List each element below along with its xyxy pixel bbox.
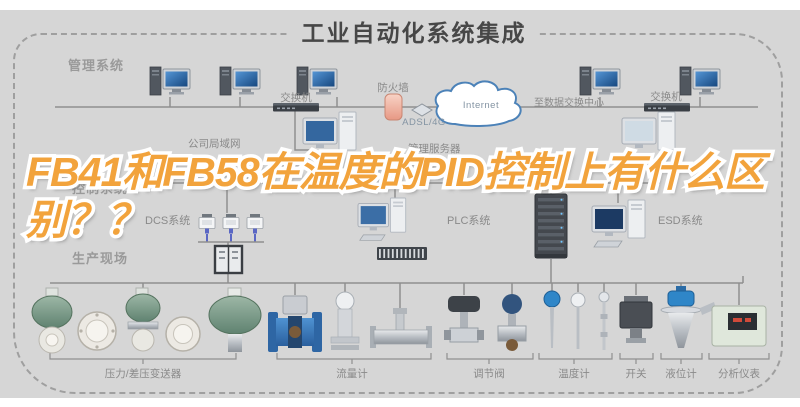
plc-workstation-icon	[357, 197, 407, 241]
device-label-flow: 流量计	[336, 368, 368, 380]
company-lan-label: 公司局域网	[188, 138, 241, 150]
adsl-label: ADSL/4G	[402, 117, 446, 128]
firewall-icon	[384, 93, 403, 121]
device-label-temperature: 温度计	[558, 368, 590, 380]
overlay-text-line2: 别？？ 别？？	[23, 195, 151, 245]
plc-system-label: PLC系统	[447, 215, 491, 227]
device-group-brackets	[49, 353, 770, 364]
firewall-label: 防火墙	[377, 82, 409, 94]
server-rack-icon	[534, 193, 568, 259]
switch-right-label: 交换机	[650, 91, 682, 103]
tier-label-field: 生产现场	[72, 251, 129, 266]
temperature-sensor-icon	[543, 290, 561, 348]
flange-icon	[165, 316, 201, 352]
device-label-switch: 开关	[625, 368, 647, 380]
desktop-pc-icon	[219, 66, 261, 96]
esd-workstation-icon	[591, 199, 646, 248]
magnetic-flowmeter-icon	[268, 295, 322, 352]
plc-io-module-icon	[377, 247, 427, 260]
esd-system-label: ESD系统	[658, 215, 703, 227]
device-label-valve: 调节阀	[473, 368, 505, 380]
pressure-transmitter-icon	[208, 287, 262, 352]
device-label-pressure: 压力/差压变送器	[104, 368, 182, 380]
adsl-modem-icon	[411, 103, 433, 117]
pressure-transmitter-icon	[31, 287, 73, 354]
dcs-controller-icon	[222, 213, 240, 234]
tier-label-control: 控制系统	[72, 181, 129, 196]
desktop-pc-icon	[579, 66, 621, 96]
device-label-level: 液位计	[665, 368, 697, 380]
desktop-pc-icon	[679, 66, 721, 96]
dcs-system-label: DCS系统	[145, 215, 191, 227]
thermowell-icon	[598, 291, 610, 350]
overlay-text-line1: FB41和FB58在温度的PID控制上有什么区 FB41和FB58在温度的PID…	[23, 147, 769, 197]
turbine-flowmeter-icon	[370, 308, 432, 348]
analyzer-icon	[700, 302, 767, 347]
dcs-controller-icon	[198, 213, 216, 234]
dp-transmitter-icon	[125, 287, 161, 352]
switch-device-icon	[619, 296, 653, 343]
to-data-center-label: 至数据交换中心	[534, 98, 604, 109]
switch-left-label: 交换机	[280, 92, 312, 104]
overlay-text-line2-fill: 别？？	[26, 197, 147, 243]
overlay-text-line1-outline: FB41和FB58在温度的PID控制上有什么区	[23, 147, 769, 197]
desktop-pc-icon	[149, 66, 191, 96]
control-valve-icon	[444, 296, 484, 343]
switch-right-icon	[644, 103, 690, 112]
dcs-io-links	[206, 234, 256, 242]
device-label-analyzer: 分析仪表	[718, 368, 760, 380]
overlay-text-line1-fill: FB41和FB58在温度的PID控制上有什么区	[26, 149, 765, 195]
radar-level-transmitter-icon	[660, 286, 702, 348]
vortex-flowmeter-icon	[330, 291, 360, 350]
control-valve-icon	[497, 294, 527, 351]
tier-label-management: 管理系统	[68, 58, 125, 73]
network-lines	[50, 97, 758, 309]
diagram-title: 工业自动化系统集成	[289, 14, 539, 48]
dcs-cabinet-icon	[213, 244, 244, 275]
flange-icon	[77, 311, 117, 351]
internet-label: Internet	[462, 100, 500, 111]
overlay-text-line2-outline: 别？？	[23, 195, 151, 245]
management-server-label: 管理服务器	[408, 143, 461, 155]
temperature-sensor-icon	[570, 292, 586, 349]
internet-cloud-icon	[434, 80, 522, 127]
dcs-controller-icon	[246, 213, 264, 234]
